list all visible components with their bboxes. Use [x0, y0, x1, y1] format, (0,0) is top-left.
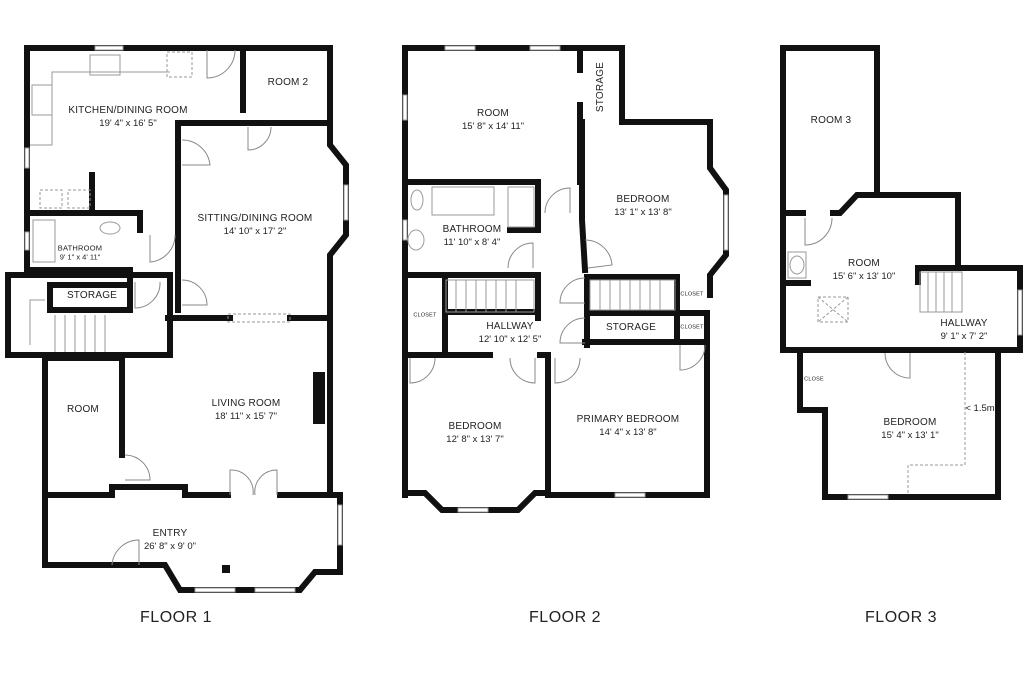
room-name: LIVING ROOM: [211, 397, 281, 409]
room-name: KITCHEN/DINING ROOM: [68, 104, 188, 116]
floor-1-walls: [5, 45, 349, 593]
room-dimensions: 14' 4" x 13' 8": [599, 426, 657, 438]
room-dimensions: 9' 1" x 4' 11": [59, 253, 101, 262]
room-name: CLOSET: [413, 312, 437, 319]
low-ceiling-annotation: < 1.5m: [965, 403, 995, 415]
floor-1-label: FLOOR 1: [140, 609, 212, 626]
room-closet: CLOSET: [680, 292, 703, 299]
room-room: ROOM: [67, 404, 99, 417]
room-name: HALLWAY: [940, 317, 988, 329]
room-closet: CLOSET: [680, 325, 703, 332]
room-dimensions: 26' 8" x 9' 0": [143, 540, 197, 552]
room-dimensions: 19' 4" x 16' 5": [99, 117, 157, 129]
room-name: STORAGE: [605, 321, 657, 333]
room-name: ENTRY: [152, 527, 188, 539]
room-dimensions: 14' 10" x 17' 2": [223, 225, 287, 237]
room-storage: STORAGE: [67, 290, 117, 303]
room-dimensions: 13' 1" x 13' 8": [614, 206, 672, 218]
room-dimensions: 12' 10" x 12' 5": [478, 333, 542, 345]
room-name: SITTING/DINING ROOM: [197, 212, 313, 224]
room-name: PRIMARY BEDROOM: [576, 413, 680, 425]
room-name: CLOSET: [680, 291, 704, 298]
room-room-3: ROOM 3: [811, 115, 852, 128]
room-dimensions: 12' 8" x 13' 7": [446, 433, 504, 445]
room-name: STORAGE: [594, 61, 606, 113]
room-closet: CLOSE: [804, 377, 824, 384]
room-name: ROOM 3: [810, 114, 852, 126]
room-name: CLOSE: [804, 376, 824, 383]
room-dimensions: 18' 11" x 15' 7": [215, 410, 277, 422]
floor-2-walls: [402, 45, 729, 513]
room-storage: STORAGE: [595, 62, 608, 112]
floor-2-label: FLOOR 2: [529, 609, 601, 626]
floor-3-walls: [780, 45, 1023, 500]
floor-3-label: FLOOR 3: [865, 609, 937, 626]
room-name: CLOSET: [680, 324, 704, 331]
room-name: ROOM: [477, 107, 509, 119]
room-name: STORAGE: [66, 289, 118, 301]
room-name: ROOM: [848, 257, 880, 269]
room-dimensions: 15' 4" x 13' 1": [881, 429, 939, 441]
room-dimensions: 15' 8" x 14' 11": [462, 120, 524, 132]
room-dimensions: 15' 6" x 13' 10": [832, 270, 896, 282]
room-closet: CLOSET: [413, 313, 436, 320]
room-name: BATHROOM: [442, 223, 502, 235]
room-dimensions: 9' 1" x 7' 2": [940, 330, 988, 342]
room-room-2: ROOM 2: [268, 77, 309, 90]
room-name: ROOM 2: [267, 76, 309, 88]
room-dimensions: 11' 10" x 8' 4": [443, 236, 501, 248]
room-name: BEDROOM: [448, 420, 502, 432]
room-name: HALLWAY: [486, 320, 534, 332]
room-name: ROOM: [67, 403, 99, 415]
room-name: BEDROOM: [616, 193, 670, 205]
room-name: BATHROOM: [57, 243, 103, 253]
room-storage: STORAGE: [606, 322, 656, 335]
room-name: BEDROOM: [883, 416, 937, 428]
